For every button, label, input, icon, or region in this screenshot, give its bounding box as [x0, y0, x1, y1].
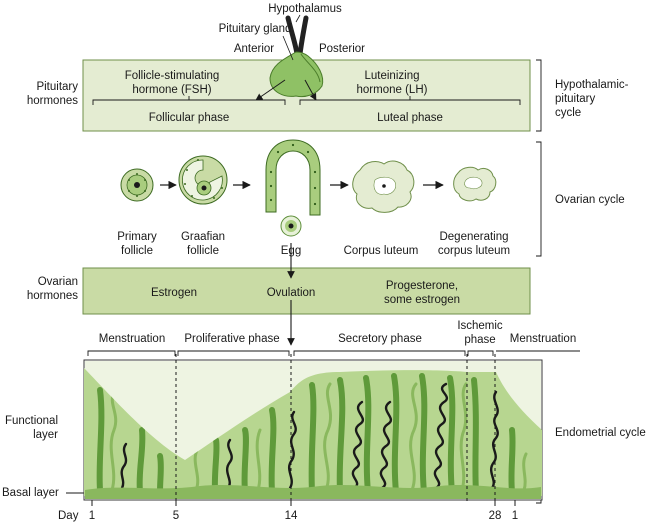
day-axis: Day 1 5 14 28 1	[58, 500, 518, 522]
lh-label-line1: Luteinizing	[365, 70, 420, 82]
ischemic-phase-label-2: phase	[464, 334, 495, 346]
pituitary-hormones-label-2: hormones	[27, 95, 78, 107]
fsh-label-line1: Follicle-stimulating	[125, 70, 220, 82]
primary-follicle-label-1: Primary	[117, 231, 157, 243]
menstruation-2-phase-label: Menstruation	[510, 333, 576, 345]
graafian-follicle-label-2: follicle	[187, 245, 219, 257]
left-labels: Pituitary hormones Ovarian hormones Func…	[2, 81, 84, 499]
estrogen-label: Estrogen	[151, 287, 197, 299]
ovarian-hormones-panel	[82, 267, 531, 315]
graafian-follicle-label-1: Graafian	[181, 231, 225, 243]
pituitary-gland-label: Pituitary gland	[219, 23, 292, 35]
ovarian-section: Primary follicle Graafian follicle Egg C…	[117, 139, 510, 257]
anterior-label: Anterior	[234, 43, 274, 55]
pituitary-section: Hypothalamus Pituitary gland Anterior Po…	[82, 3, 531, 132]
day-14-label: 14	[285, 510, 298, 522]
degenerating-label-1: Degenerating	[439, 231, 508, 243]
posterior-label: Posterior	[319, 43, 365, 55]
hypothalamic-label-1: Hypothalamic-	[555, 79, 629, 91]
menstruation-phase-label: Menstruation	[99, 333, 165, 345]
primary-follicle-icon	[120, 168, 154, 202]
hypothalamus-label: Hypothalamus	[268, 3, 342, 15]
follicular-bracket	[92, 96, 286, 105]
fsh-label-line2: hormone (FSH)	[132, 84, 211, 96]
phase-labels: Menstruation Proliferative phase Secreto…	[87, 320, 580, 356]
degenerating-corpus-luteum-icon	[453, 166, 497, 202]
proliferative-phase-label: Proliferative phase	[184, 333, 279, 345]
corpus-luteum-icon	[352, 160, 415, 213]
hypothalamic-label-2: pituitary	[555, 93, 596, 105]
functional-layer-label-2: layer	[33, 429, 58, 441]
primary-follicle-label-2: follicle	[121, 245, 153, 257]
day-1b-label: 1	[512, 510, 518, 522]
graafian-follicle-icon	[178, 155, 228, 205]
progesterone-label-2: some estrogen	[384, 294, 460, 306]
ruptured-follicle-icon	[265, 139, 321, 216]
ovarian-hormones-label-2: hormones	[27, 290, 78, 302]
day-5-label: 5	[173, 510, 179, 522]
corpus-luteum-label: Corpus luteum	[344, 245, 419, 257]
ovarian-cycle-label: Ovarian cycle	[555, 194, 625, 206]
progesterone-label-1: Progesterone,	[386, 280, 458, 292]
pituitary-gland-icon	[269, 15, 324, 98]
day-label: Day	[58, 510, 79, 522]
ovarian-hormones-label-1: Ovarian	[38, 276, 78, 288]
secretory-phase-label: Secretory phase	[338, 333, 422, 345]
endometrial-cycle-label: Endometrial cycle	[555, 427, 646, 439]
follicular-phase-label: Follicular phase	[149, 112, 230, 124]
luteal-bracket	[299, 96, 521, 105]
functional-layer-label-1: Functional	[5, 415, 58, 427]
day-1-label: 1	[89, 510, 95, 522]
egg-icon	[280, 215, 302, 237]
pituitary-hormones-label-1: Pituitary	[36, 81, 78, 93]
degenerating-label-2: corpus luteum	[438, 245, 510, 257]
basal-layer-label: Basal layer	[2, 487, 59, 499]
lh-arrow	[304, 79, 317, 101]
luteal-phase-label: Luteal phase	[377, 112, 443, 124]
day-28-label: 28	[489, 510, 502, 522]
right-labels: Hypothalamic- pituitary cycle Ovarian cy…	[536, 59, 646, 504]
hypothalamic-label-3: cycle	[555, 107, 581, 119]
basal-layer	[85, 485, 541, 499]
endometrium-section	[83, 354, 543, 502]
ovulation-label: Ovulation	[267, 287, 316, 299]
ischemic-phase-label-1: Ischemic	[457, 320, 503, 332]
fsh-arrow	[255, 79, 286, 101]
ovarian-hormones-section: Estrogen Ovulation Progesterone, some es…	[82, 243, 531, 346]
lh-label-line2: hormone (LH)	[357, 84, 428, 96]
